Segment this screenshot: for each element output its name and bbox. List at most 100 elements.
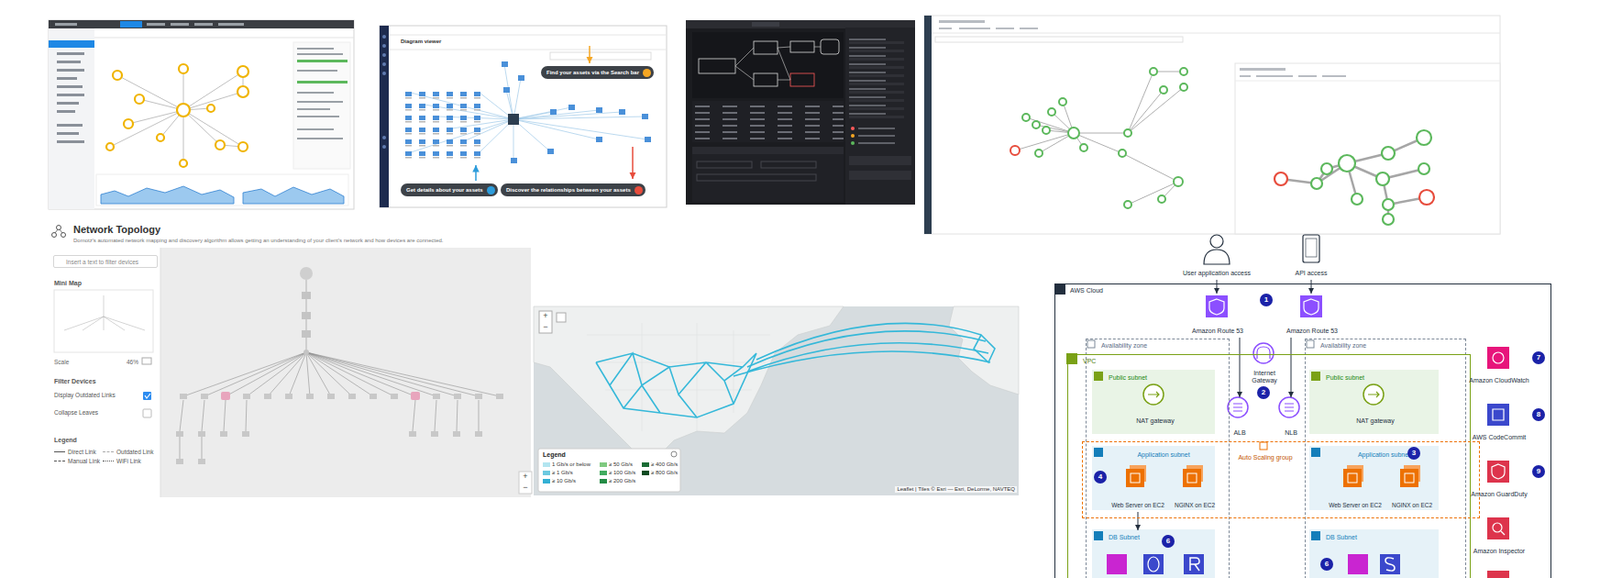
device-topology-screenshot [1015, 71, 1184, 205]
apm-screenshot [56, 52, 85, 56]
node-label: Get details about your assets [406, 187, 484, 193]
network-topology-panel [299, 266, 313, 280]
device-topology-screenshot [1235, 63, 1501, 234]
network-topology-panel [143, 408, 152, 418]
service-icon: Web Server on EC2 [1108, 468, 1168, 511]
apm-screenshot [179, 159, 188, 167]
apm-screenshot [56, 77, 78, 80]
aws-architecture [1404, 473, 1414, 483]
zoom-control: − [518, 482, 532, 493]
network-topology-panel [410, 391, 420, 400]
apm-screenshot [297, 128, 334, 131]
apm-screenshot [55, 22, 78, 26]
aws-architecture [1092, 529, 1215, 578]
node-label: Availability zone [1320, 342, 1367, 350]
text-label: Mini Map [54, 279, 82, 287]
aws-architecture [1311, 371, 1321, 381]
aws-architecture [1311, 530, 1321, 541]
aws-architecture [1303, 298, 1319, 315]
device-topology-screenshot [1235, 80, 1501, 82]
device-topology-screenshot [1124, 129, 1132, 137]
aws-architecture [1347, 553, 1369, 574]
aws-architecture [1279, 397, 1300, 418]
dark-topology-screenshot [753, 73, 778, 87]
device-topology-screenshot [1173, 176, 1183, 187]
apm-screenshot [56, 93, 85, 97]
node-label: ALB [1233, 429, 1246, 437]
apm-screenshot [297, 80, 348, 84]
service-icon: Amazon Inspector [1467, 516, 1531, 557]
service-icon: ALB [1225, 397, 1254, 439]
device-topology-screenshot [1068, 127, 1080, 139]
network-topology-panel [496, 393, 504, 399]
asset-diagram-screenshot [568, 104, 575, 111]
dark-topology-screenshot [735, 46, 821, 80]
legend-text: ≥ 800 Gb/s [651, 469, 678, 476]
service-icon: API access [1283, 231, 1339, 279]
connector [1291, 337, 1292, 398]
dark-topology-screenshot [858, 127, 895, 130]
apm-screenshot [48, 28, 95, 210]
apm-screenshot [110, 68, 243, 164]
network-topology-panel [474, 393, 483, 399]
legend-item: 1 Gb/s or below [542, 461, 591, 468]
node-label: NAT gateway [1356, 417, 1394, 425]
apm-screenshot [176, 103, 190, 117]
network-topology-panel [327, 393, 335, 399]
legend-swatch [641, 462, 650, 467]
apm-screenshot [297, 69, 338, 72]
apm-screenshot [134, 94, 144, 104]
apm-screenshot [218, 22, 244, 26]
asset-diagram-screenshot [518, 75, 525, 81]
network-topology-panel [48, 225, 532, 498]
dark-topology-screenshot [698, 58, 736, 74]
aws-architecture [1492, 408, 1504, 420]
dark-topology-screenshot [698, 39, 839, 87]
network-topology-panel [54, 289, 154, 353]
network-topology-panel [64, 295, 145, 331]
apm-screenshot [48, 40, 95, 48]
apm-screenshot [242, 187, 344, 204]
aws-architecture [1305, 238, 1317, 257]
apm-screenshot [297, 137, 343, 140]
aws-architecture [1205, 295, 1228, 318]
device-topology-screenshot [1180, 67, 1188, 76]
apm-screenshot [120, 21, 143, 28]
legend-swatch [542, 478, 551, 484]
device-topology-screenshot [1010, 145, 1020, 155]
aws-architecture [1257, 346, 1270, 359]
network-map [586, 322, 771, 431]
node-label: User application access [1182, 269, 1251, 277]
legend-item: Outdated Link [102, 448, 154, 455]
aws-architecture [1087, 340, 1095, 348]
device-topology-screenshot [1419, 189, 1435, 205]
service-icon: Web Server on EC2 [1325, 468, 1385, 511]
legend-swatch [641, 470, 650, 475]
network-topology-panel [301, 291, 311, 299]
device-topology-screenshot [1149, 67, 1158, 76]
dark-topology-screenshot [692, 32, 844, 99]
aws-architecture [1368, 391, 1380, 398]
node-label: NGINX on EC2 [1174, 501, 1215, 509]
dark-topology-screenshot [850, 141, 855, 145]
aws-architecture [1487, 570, 1510, 578]
network-map [538, 448, 681, 492]
network-map [595, 353, 757, 418]
legend-text: ≥ 10 Gb/s [551, 477, 576, 485]
node-label: DB Subnet [1108, 533, 1140, 541]
aws-architecture [1492, 522, 1502, 532]
aws-architecture [1385, 557, 1395, 571]
network-topology-panel [264, 393, 272, 399]
text-label: Collapse Leaves [54, 408, 99, 417]
aws-architecture [1190, 557, 1200, 571]
group-box: Application subnetWeb Server on EC2NGINX… [1094, 448, 1218, 513]
device-topology-screenshot [1298, 75, 1317, 78]
asset-diagram-screenshot [382, 71, 387, 76]
apm-screenshot [297, 91, 334, 94]
group-box: VPCPublic subnetNAT gatewayPublic subnet… [1067, 353, 1471, 578]
callout-number: 2 [1257, 386, 1270, 399]
aws-architecture [1203, 249, 1230, 265]
legend-text: ≥ 200 Gb/s [608, 477, 636, 485]
aws-architecture [1492, 352, 1504, 364]
